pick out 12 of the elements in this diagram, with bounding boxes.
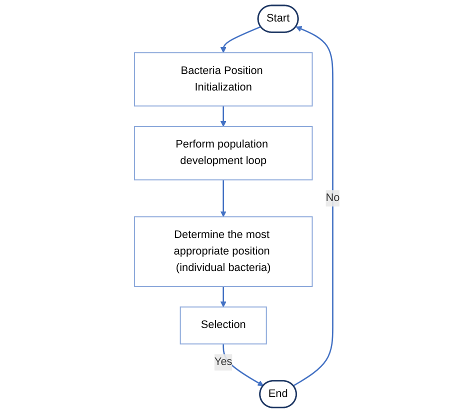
arrow xyxy=(220,26,261,53)
node-box: Determine the most appropriate position (individual bacteria) xyxy=(134,216,313,287)
arrow xyxy=(220,106,226,127)
node-box: Bacteria Position Initialization xyxy=(134,52,313,106)
arrow xyxy=(292,26,334,386)
arrow xyxy=(220,286,226,308)
edge-label: Yes xyxy=(214,356,232,368)
arrow xyxy=(222,344,264,386)
node-box: Perform population development loop xyxy=(134,126,313,180)
node-box: Selection xyxy=(180,306,267,344)
edge-label: No xyxy=(326,192,340,204)
arrow xyxy=(220,180,226,218)
